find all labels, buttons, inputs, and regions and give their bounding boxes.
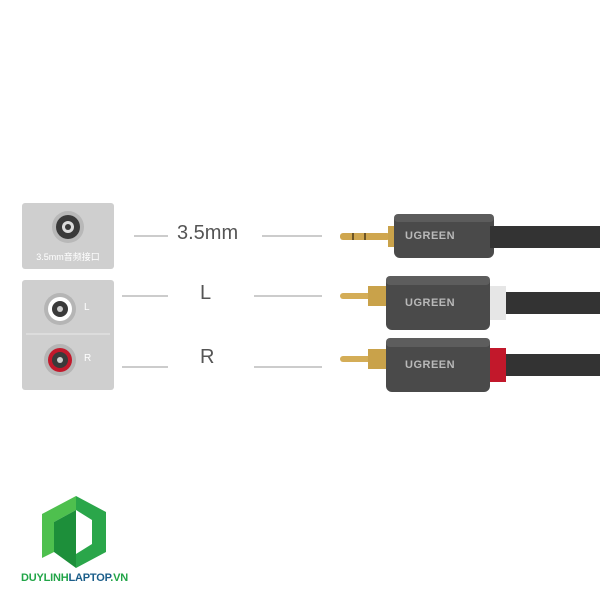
left-channel-label: L — [200, 282, 212, 304]
rca-left-plug — [340, 276, 600, 330]
right-port-label: R — [84, 353, 92, 364]
audio-jack-icon — [52, 211, 84, 243]
logo-text-part3: .VN — [110, 572, 129, 584]
jack-port-panel: 3.5mm音频接口 — [22, 203, 114, 269]
logo-text-part1: DUYLINH — [21, 572, 69, 584]
rca-right-plug — [340, 338, 600, 392]
brand-label-right: UGREEN — [405, 359, 456, 371]
site-logo-text: DUYLINHLAPTOP.VN — [21, 572, 128, 584]
right-channel-label: R — [200, 346, 215, 368]
duylinh-logo-icon — [42, 496, 106, 568]
brand-label-left: UGREEN — [405, 297, 456, 309]
rca-port-panel: L R — [22, 280, 114, 390]
brand-label-jack: UGREEN — [405, 230, 456, 242]
rca-ports-icon — [26, 293, 110, 376]
logo-text-part2: LAPTOP — [68, 572, 111, 584]
left-port-label: L — [84, 302, 90, 313]
jack-plug — [340, 214, 600, 258]
jack-size-label: 3.5mm — [177, 222, 239, 244]
jack-port-caption: 3.5mm音频接口 — [36, 252, 100, 262]
